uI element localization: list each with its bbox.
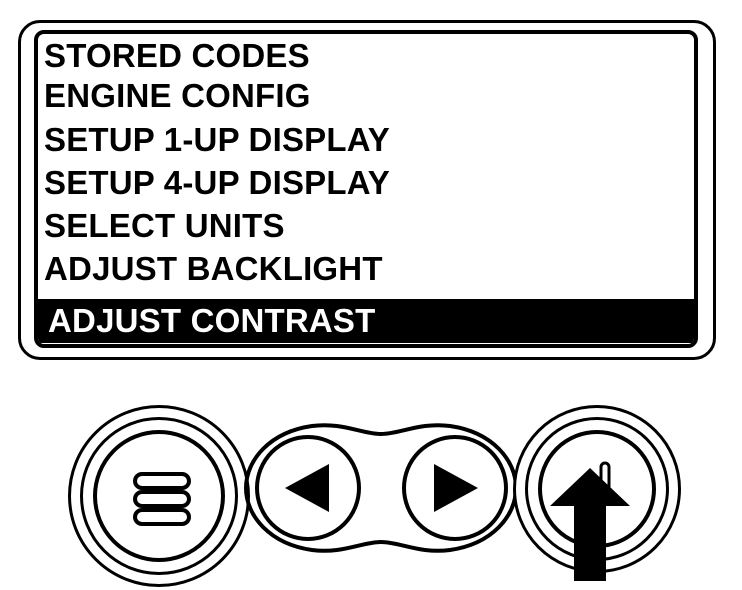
menu-button-core [93, 430, 225, 562]
menu-button[interactable] [68, 405, 250, 587]
menu-button-ring [80, 417, 238, 575]
menu-item-setup-4up-display[interactable]: SETUP 4-UP DISPLAY [44, 164, 390, 201]
menu-item-adjust-contrast[interactable]: ADJUST CONTRAST [38, 299, 694, 343]
menu-item-setup-1up-display[interactable]: SETUP 1-UP DISPLAY [44, 121, 390, 158]
menu-lines-icon [133, 472, 191, 526]
menu-item-engine-config[interactable]: ENGINE CONFIG [44, 77, 311, 114]
pointer-up-arrow-icon [550, 468, 630, 581]
menu-item-stored-codes[interactable]: STORED CODES [44, 37, 310, 74]
triangle-right-icon [434, 464, 478, 512]
right-arrow-button[interactable] [402, 435, 508, 541]
arrow-rocker [242, 420, 520, 556]
rocker-outline [243, 423, 519, 553]
left-arrow-button[interactable] [255, 435, 361, 541]
button-panel [0, 395, 742, 587]
triangle-left-icon [285, 464, 329, 512]
lcd-screen: STORED CODES ENGINE CONFIG SETUP 1-UP DI… [34, 30, 698, 348]
menu-item-adjust-backlight[interactable]: ADJUST BACKLIGHT [44, 250, 383, 287]
menu-item-select-units[interactable]: SELECT UNITS [44, 207, 285, 244]
